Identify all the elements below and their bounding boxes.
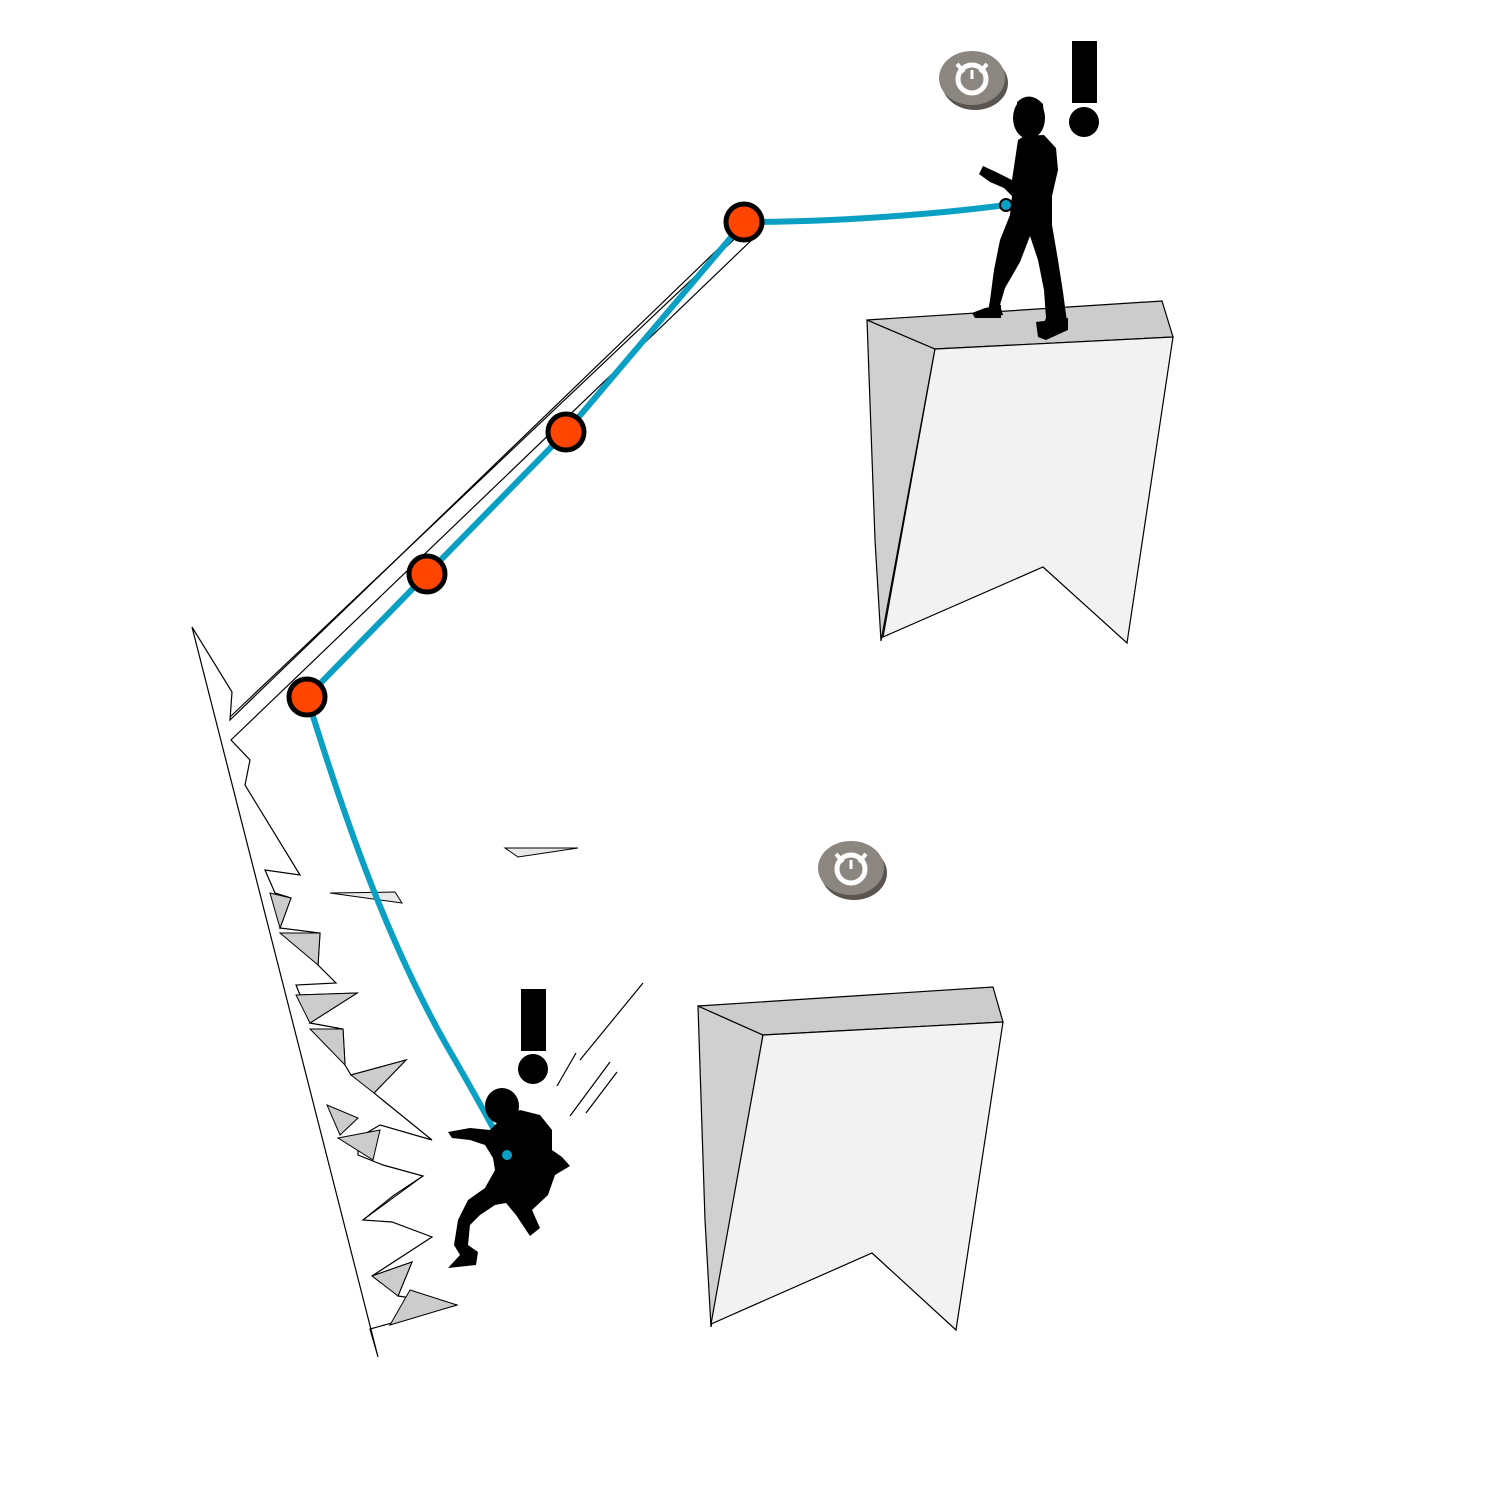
stopwatch-icon (939, 51, 1008, 110)
quickdraw-bolt (545, 411, 587, 453)
falling-climber-figure (448, 1088, 570, 1268)
quickdraw-bolt (723, 201, 765, 243)
quickdraw-bolt (406, 553, 448, 595)
falling-debris (329, 847, 579, 904)
quickdraw-bolt (286, 676, 328, 718)
debris-flake (329, 891, 404, 904)
block-face (710, 1021, 1004, 1332)
climbing-wall (191, 223, 762, 1358)
debris-flake (503, 847, 579, 858)
top-rock-block (866, 300, 1174, 645)
wall-shading (269, 892, 459, 1326)
harness-tie-in (500, 1148, 514, 1162)
climbing-rope (304, 202, 1009, 1158)
block-face (882, 336, 1174, 645)
wall-outline (191, 223, 762, 1358)
bottom-rock-block (697, 986, 1004, 1332)
standing-belayer-figure (972, 96, 1068, 340)
belay-device (999, 198, 1013, 212)
warning-exclamation-top (1069, 41, 1099, 137)
wall-ridge-line (229, 229, 745, 718)
fall-motion-lines (556, 982, 644, 1117)
stopwatch-icon (818, 841, 887, 900)
warning-exclamation-bottom (518, 989, 548, 1084)
quickdraws (286, 201, 765, 718)
